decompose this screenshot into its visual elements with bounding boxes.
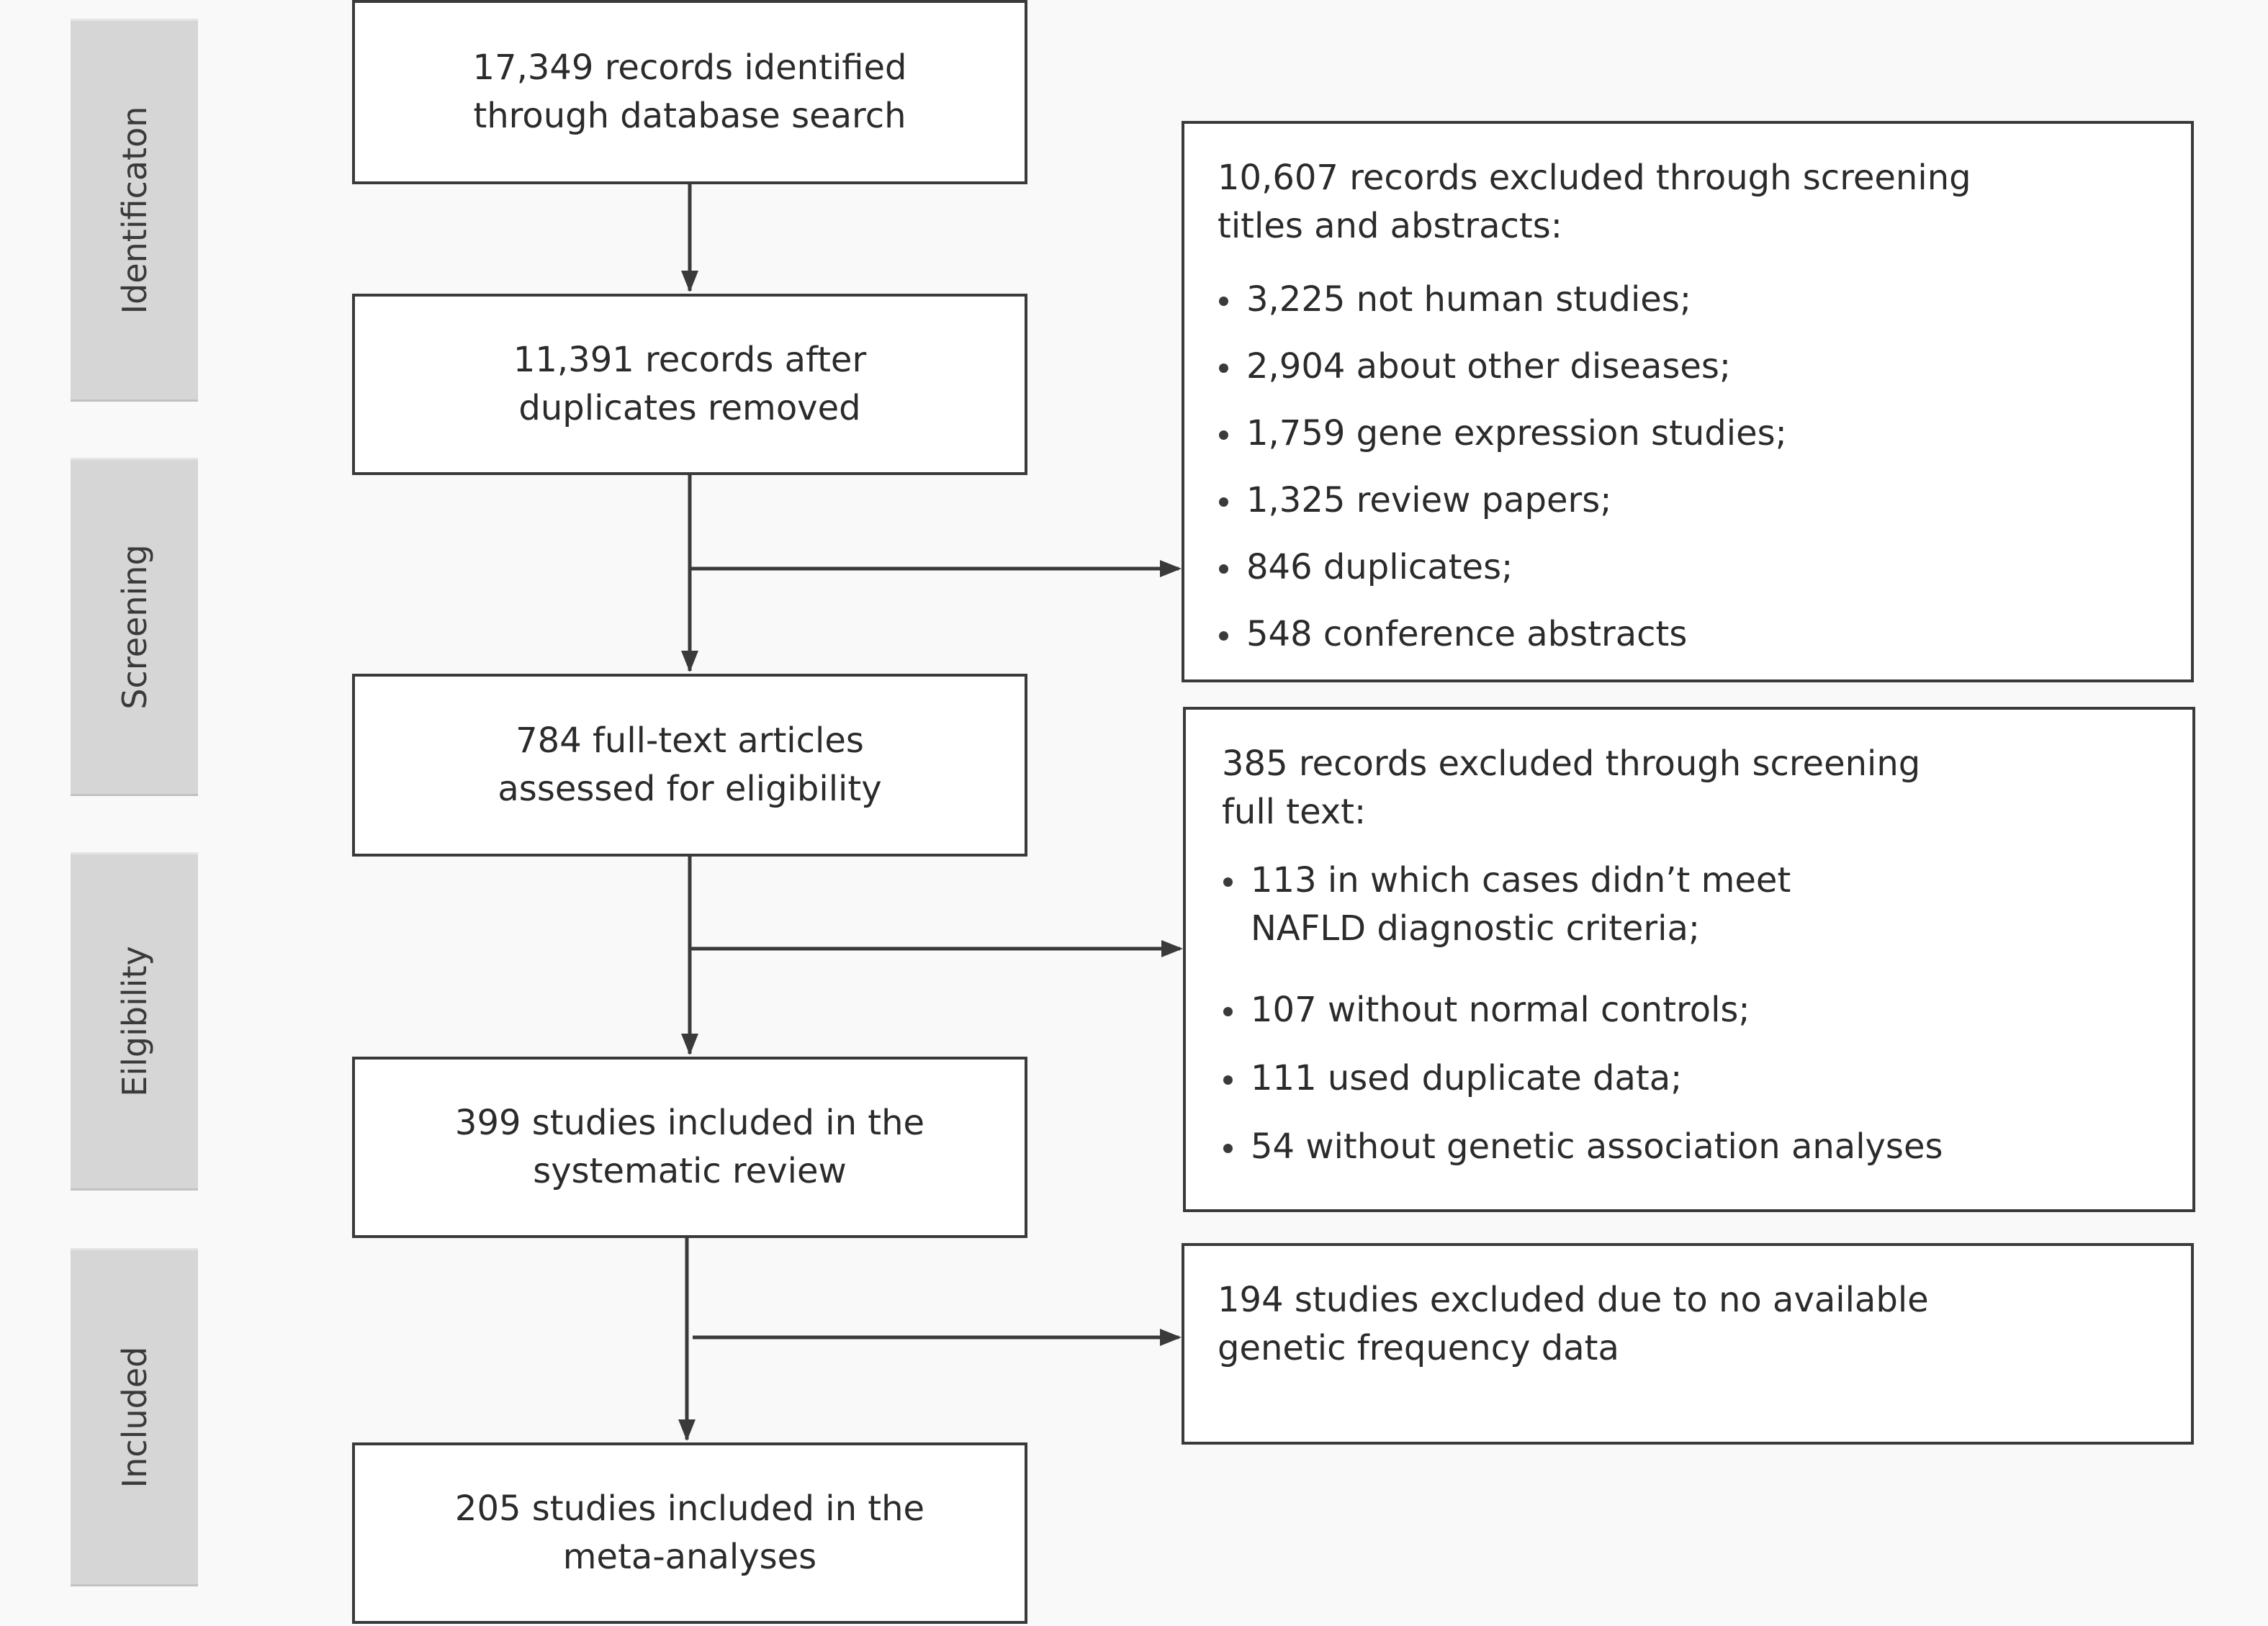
fulltext-assessed-line2: assessed for eligibility bbox=[498, 769, 882, 809]
list-item: 111 used duplicate data; bbox=[1222, 1054, 2192, 1103]
list-item: 548 conference abstracts bbox=[1218, 610, 2191, 659]
arrowhead-down-2 bbox=[681, 651, 698, 672]
list-item: 1,325 review papers; bbox=[1218, 476, 2191, 525]
phase-screening: Screening bbox=[71, 458, 198, 796]
screening-exclusion-list: 3,225 not human studies; 2,904 about oth… bbox=[1218, 276, 2191, 659]
fulltext-exclusion-box: 385 records excluded through screening f… bbox=[1183, 707, 2195, 1212]
list-item: 3,225 not human studies; bbox=[1218, 276, 2191, 324]
list-item: 113 in which cases didn’t meet NAFLD dia… bbox=[1222, 857, 1870, 953]
arrowhead-down-3 bbox=[681, 1034, 698, 1055]
deduplicated-records-line2: duplicates removed bbox=[518, 388, 861, 428]
arrowhead-down-1 bbox=[681, 271, 698, 292]
arrowhead-right-3 bbox=[1160, 1329, 1182, 1346]
fulltext-exclusion-list: 113 in which cases didn’t meet NAFLD dia… bbox=[1222, 857, 2192, 1171]
screening-exclusion-line2: titles and abstracts: bbox=[1218, 206, 1562, 246]
genetic-exclusion-box: 194 studies excluded due to no available… bbox=[1182, 1243, 2194, 1445]
systematic-review-box: 399 studies included in the systematic r… bbox=[352, 1057, 1027, 1238]
phase-eligibility: Eilgibility bbox=[71, 852, 198, 1191]
systematic-review-line1: 399 studies included in the bbox=[454, 1103, 925, 1143]
list-item: 2,904 about other diseases; bbox=[1218, 343, 2191, 391]
identified-records-line1: 17,349 records identified bbox=[472, 48, 907, 88]
screening-exclusion-line1: 10,607 records excluded through screenin… bbox=[1218, 158, 1971, 198]
identified-records-line2: through database search bbox=[473, 96, 906, 136]
fulltext-assessed-box: 784 full-text articles assessed for elig… bbox=[352, 674, 1027, 857]
phase-included: Included bbox=[71, 1248, 198, 1586]
fulltext-exclusion-line1: 385 records excluded through screening bbox=[1222, 744, 1921, 784]
fulltext-exclusion-line2: full text: bbox=[1222, 792, 1367, 832]
list-item: 1,759 gene expression studies; bbox=[1218, 410, 2191, 458]
fulltext-assessed-line1: 784 full-text articles bbox=[516, 721, 864, 761]
meta-analyses-line1: 205 studies included in the bbox=[454, 1489, 925, 1529]
genetic-exclusion-text: 194 studies excluded due to no available… bbox=[1218, 1280, 1929, 1368]
meta-analyses-line2: meta-analyses bbox=[562, 1537, 817, 1577]
list-item: 54 without genetic association analyses bbox=[1222, 1123, 2192, 1171]
arrowhead-down-4 bbox=[678, 1419, 696, 1441]
meta-analyses-box: 205 studies included in the meta-analyse… bbox=[352, 1442, 1027, 1624]
list-item: 107 without normal controls; bbox=[1222, 986, 2192, 1034]
systematic-review-line2: systematic review bbox=[533, 1151, 847, 1191]
list-item: 846 duplicates; bbox=[1218, 543, 2191, 592]
identified-records-box: 17,349 records identified through databa… bbox=[352, 0, 1027, 184]
arrowhead-right-2 bbox=[1161, 940, 1183, 957]
arrowhead-right-1 bbox=[1160, 560, 1182, 577]
phase-identification: Identificaton bbox=[71, 19, 198, 402]
deduplicated-records-line1: 11,391 records after bbox=[513, 340, 867, 380]
deduplicated-records-box: 11,391 records after duplicates removed bbox=[352, 294, 1027, 475]
screening-exclusion-box: 10,607 records excluded through screenin… bbox=[1182, 121, 2194, 682]
